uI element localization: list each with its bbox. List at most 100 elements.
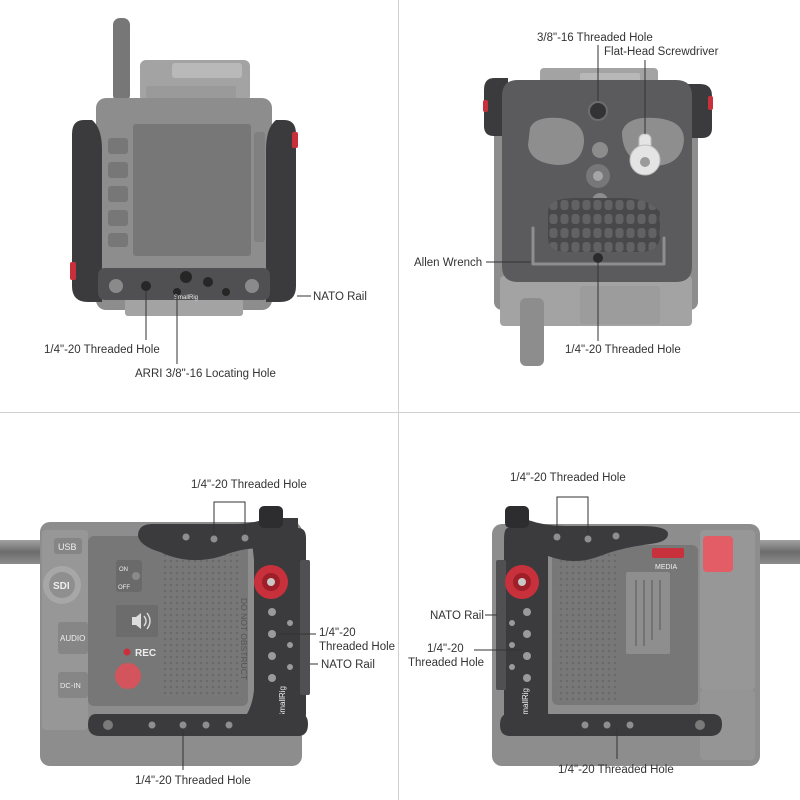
threaded-hole bbox=[523, 630, 531, 638]
plate-screw bbox=[109, 279, 123, 293]
top-handle-mount bbox=[146, 86, 236, 98]
plate-screw bbox=[592, 142, 608, 158]
plate-screw bbox=[245, 279, 259, 293]
threaded-hole-1-4-label: 1/4"-20 Threaded Hole bbox=[565, 344, 681, 356]
threaded-hole bbox=[584, 535, 592, 543]
side-button bbox=[108, 162, 128, 178]
threaded-hole bbox=[202, 721, 210, 729]
left-view-panel: USB SDI AUDIO DC-IN ON OFF REC DO NOT OB… bbox=[0, 479, 395, 787]
skull-jaw-teeth bbox=[548, 198, 660, 252]
threaded-hole bbox=[268, 652, 276, 660]
power-off-label: OFF bbox=[118, 585, 130, 591]
camera-base bbox=[125, 296, 243, 316]
sdi-port bbox=[49, 572, 75, 598]
usb-label: USB bbox=[58, 542, 77, 552]
threaded-hole bbox=[612, 532, 620, 540]
side-button bbox=[108, 186, 128, 202]
power-on-label: ON bbox=[119, 567, 128, 573]
antenna bbox=[113, 18, 130, 102]
media-label: MEDIA bbox=[655, 564, 678, 571]
rosette-screw bbox=[518, 578, 526, 586]
threaded-hole bbox=[523, 674, 531, 682]
side-nato-rail bbox=[496, 560, 506, 690]
flat-head-screwdriver bbox=[629, 133, 661, 176]
threaded-hole-3-8 bbox=[588, 101, 608, 121]
threaded-hole bbox=[225, 721, 233, 729]
threaded-hole bbox=[509, 664, 515, 670]
left-clamp-accent bbox=[70, 262, 76, 280]
left-clamp-accent bbox=[483, 100, 488, 112]
screwdriver-label: Flat-Head Screwdriver bbox=[604, 46, 719, 58]
power-switch bbox=[116, 560, 142, 592]
threaded-hole bbox=[553, 533, 561, 541]
rec-indicator bbox=[123, 648, 131, 656]
right-clamp-accent bbox=[708, 96, 713, 110]
cage-logo: SmallRig bbox=[521, 688, 530, 720]
threaded-hole-label: 1/4"-20 Threaded Hole bbox=[44, 344, 160, 356]
threaded-hole bbox=[203, 277, 213, 287]
threaded-hole bbox=[287, 620, 293, 626]
side-threaded-hole-label-line1: 1/4"-20 bbox=[427, 643, 464, 655]
rec-label: REC bbox=[135, 648, 156, 659]
cage-top-handle bbox=[138, 518, 298, 561]
threaded-hole bbox=[268, 630, 276, 638]
nato-rail-label: NATO Rail bbox=[313, 291, 367, 303]
threaded-hole bbox=[509, 642, 515, 648]
airflow-warning-label: DO NOT OBSTRUCT bbox=[239, 598, 249, 680]
speaker-icon bbox=[132, 612, 151, 630]
skull-left-eye bbox=[528, 117, 585, 165]
back-view-panel: 3/8"-16 Threaded Hole Flat-Head Screwdri… bbox=[414, 32, 719, 366]
threaded-hole bbox=[210, 535, 218, 543]
media-button bbox=[652, 548, 684, 558]
screwdriver-hole bbox=[640, 157, 650, 167]
right-view-panel: MEDIA SmallRig 1/4"-20 Threaded Hole NAT… bbox=[408, 472, 800, 776]
threaded-hole bbox=[287, 642, 293, 648]
audio-label: AUDIO bbox=[60, 634, 85, 643]
threaded-hole bbox=[523, 608, 531, 616]
nato-rail-label: NATO Rail bbox=[321, 659, 375, 671]
front-view-panel: SmallRig NATO Rail 1/4"-20 Threaded Hole… bbox=[44, 18, 367, 380]
threaded-hole bbox=[180, 271, 192, 283]
threaded-hole bbox=[581, 721, 589, 729]
side-threaded-hole-label-line1: 1/4"-20 bbox=[319, 627, 356, 639]
top-threaded-hole-leader bbox=[213, 501, 246, 534]
plate-screw bbox=[695, 720, 705, 730]
side-threaded-hole-label-line2: Threaded Hole bbox=[408, 657, 484, 669]
threaded-hole bbox=[179, 721, 187, 729]
thumb-screw bbox=[505, 506, 529, 528]
right-clamp-accent bbox=[292, 132, 298, 148]
thumb-screw bbox=[259, 506, 283, 528]
audio-port bbox=[58, 622, 88, 654]
top-threaded-hole-label: 1/4"-20 Threaded Hole bbox=[191, 479, 307, 491]
nato-rail-label: NATO Rail bbox=[430, 610, 484, 622]
right-clamp bbox=[688, 84, 712, 138]
sdi-label: SDI bbox=[53, 581, 70, 592]
side-panel-texture bbox=[160, 552, 242, 697]
side-nato-rail bbox=[300, 560, 310, 695]
base-block bbox=[580, 286, 660, 324]
bottom-plate bbox=[500, 714, 722, 736]
power-switch-knob bbox=[132, 572, 140, 580]
dc-in-label: DC-IN bbox=[60, 681, 81, 690]
cage-logo: SmallRig bbox=[278, 686, 287, 718]
plate-screw bbox=[103, 720, 113, 730]
threaded-hole bbox=[287, 664, 293, 670]
threaded-hole bbox=[222, 288, 230, 296]
plate-logo: SmallRig bbox=[174, 295, 198, 301]
threaded-hole bbox=[603, 721, 611, 729]
side-threaded-hole-label-line2: Threaded Hole bbox=[319, 641, 395, 653]
top-threaded-hole-label: 1/4"-20 Threaded Hole bbox=[510, 472, 626, 484]
threaded-hole bbox=[268, 608, 276, 616]
cage-right-rail bbox=[266, 120, 296, 302]
bottom-port-column bbox=[700, 690, 755, 760]
top-threaded-hole-leader bbox=[556, 496, 589, 535]
threaded-hole bbox=[509, 620, 515, 626]
top-connector bbox=[172, 63, 242, 78]
rec-button bbox=[115, 663, 141, 689]
rosette-screw bbox=[267, 578, 275, 586]
bottom-plate bbox=[88, 714, 308, 736]
locating-hole-label: ARRI 3/8"-16 Locating Hole bbox=[135, 368, 276, 380]
red-record-button bbox=[703, 536, 733, 572]
allen-wrench-label: Allen Wrench bbox=[414, 257, 482, 269]
regulatory-label-lines bbox=[635, 580, 661, 646]
